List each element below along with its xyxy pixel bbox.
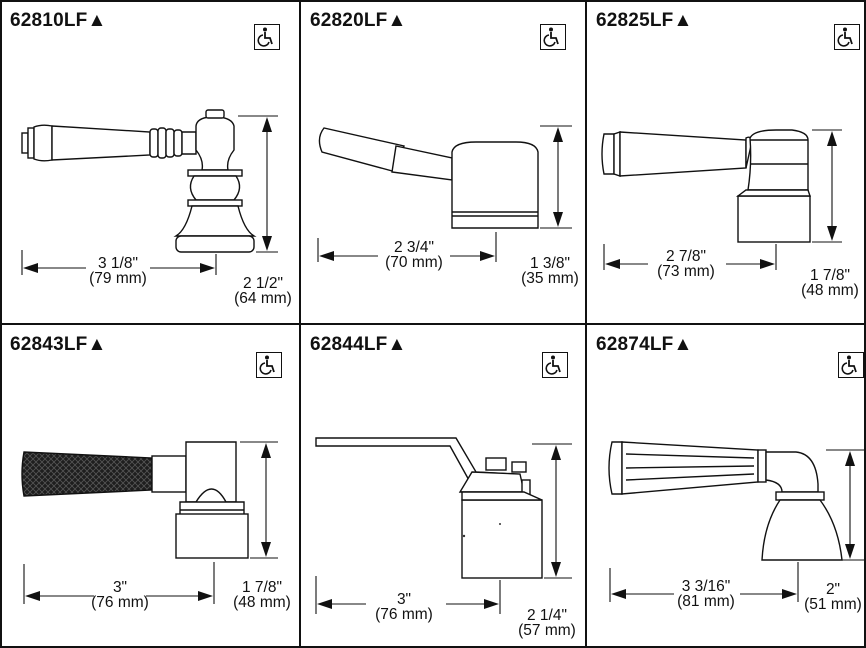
wheelchair-icon	[254, 24, 280, 50]
wheelchair-icon	[540, 24, 566, 50]
width-inches: 3"	[396, 591, 412, 608]
height-dimension: 1 7/8" (48 mm)	[226, 579, 298, 611]
height-inches: 2 1/4"	[527, 607, 567, 624]
handle-drawing	[21, 109, 278, 275]
panel-62874: 62874LF▲	[586, 324, 866, 648]
width-dimension: 3 3/16" (81 mm)	[664, 578, 748, 610]
handle-drawing	[315, 437, 572, 614]
model-number: 62874LF▲	[596, 334, 693, 355]
height-millimeters: (51 mm)	[804, 596, 862, 613]
wheelchair-icon	[542, 352, 568, 378]
height-millimeters: (48 mm)	[233, 594, 291, 611]
model-number: 62843LF▲	[10, 334, 107, 355]
model-number: 62844LF▲	[310, 334, 407, 355]
width-millimeters: (73 mm)	[657, 263, 715, 280]
handle-drawing	[608, 441, 866, 602]
height-dimension: 2" (51 mm)	[800, 581, 866, 613]
panel-62844: 62844LF▲	[300, 324, 586, 648]
model-number: 62825LF▲	[596, 10, 693, 31]
wheelchair-icon	[256, 352, 282, 378]
height-inches: 1 3/8"	[530, 255, 570, 272]
width-dimension: 3 1/8" (79 mm)	[78, 255, 158, 287]
height-millimeters: (48 mm)	[801, 282, 859, 299]
height-dimension: 2 1/2" (64 mm)	[228, 275, 298, 307]
width-inches: 2 7/8"	[666, 248, 706, 265]
width-millimeters: (79 mm)	[89, 270, 147, 287]
height-millimeters: (35 mm)	[521, 270, 579, 287]
width-inches: 3 1/8"	[98, 255, 138, 272]
height-millimeters: (64 mm)	[234, 290, 292, 307]
height-inches: 2"	[825, 581, 841, 598]
height-inches: 2 1/2"	[243, 275, 283, 292]
wheelchair-icon	[838, 352, 864, 378]
width-inches: 3 3/16"	[681, 578, 731, 595]
panel-62843: 62843LF▲	[0, 324, 300, 648]
height-inches: 1 7/8"	[242, 579, 282, 596]
panel-62820: 62820LF▲ 2 3/4" (70 mm)	[300, 0, 586, 324]
handle-drawing	[317, 125, 572, 262]
model-number: 62810LF▲	[10, 10, 107, 31]
model-number: 62820LF▲	[310, 10, 407, 31]
height-millimeters: (57 mm)	[518, 622, 576, 639]
width-dimension: 2 3/4" (70 mm)	[374, 239, 454, 271]
height-dimension: 1 7/8" (48 mm)	[794, 267, 866, 299]
handle-drawing	[601, 129, 842, 270]
width-millimeters: (76 mm)	[91, 594, 149, 611]
width-millimeters: (81 mm)	[677, 593, 735, 610]
handle-drawing	[21, 441, 278, 604]
height-dimension: 2 1/4" (57 mm)	[508, 607, 586, 639]
height-inches: 1 7/8"	[810, 267, 850, 284]
width-dimension: 2 7/8" (73 mm)	[646, 248, 726, 280]
width-millimeters: (76 mm)	[375, 606, 433, 623]
panel-62810: 62810LF▲	[0, 0, 300, 324]
width-inches: 3"	[112, 579, 128, 596]
height-dimension: 1 3/8" (35 mm)	[514, 255, 586, 287]
wheelchair-icon	[834, 24, 860, 50]
panel-62825: 62825LF▲	[586, 0, 866, 324]
width-dimension: 3" (76 mm)	[80, 579, 160, 611]
width-inches: 2 3/4"	[394, 239, 434, 256]
width-dimension: 3" (76 mm)	[364, 591, 444, 623]
width-millimeters: (70 mm)	[385, 254, 443, 271]
